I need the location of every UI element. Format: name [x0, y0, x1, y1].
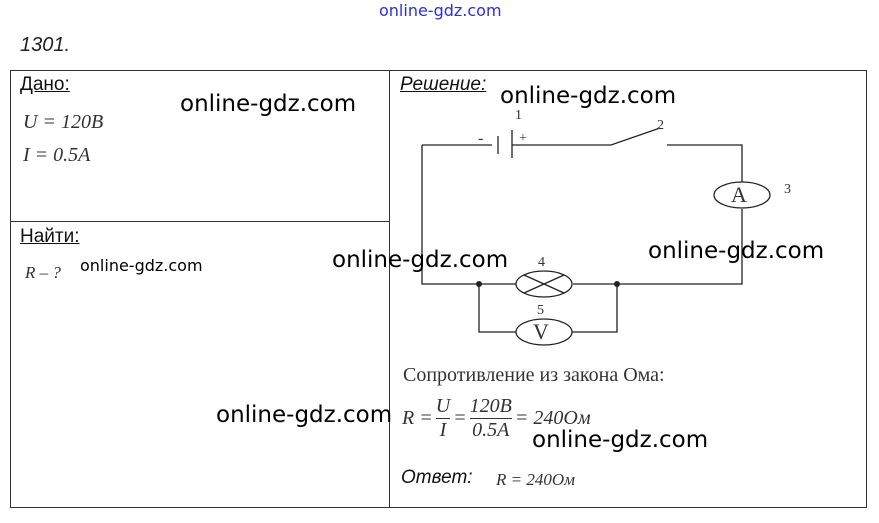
answer-value: R = 240Ом [496, 470, 575, 489]
given-current: I = 0.5A [23, 144, 91, 166]
ohm-law-text: Сопротивление из закона Ома: [403, 364, 665, 386]
site-watermark-top[interactable]: online-gdz.com [379, 1, 502, 20]
find-heading: Найти: [20, 226, 80, 247]
battery-minus: - [478, 130, 484, 147]
label-switch: 2 [657, 118, 664, 133]
label-ammeter: 3 [784, 182, 791, 197]
denominator: 0.5A [472, 419, 510, 441]
formula-lhs: R = [402, 407, 433, 429]
find-value: R – ? [25, 263, 61, 282]
watermark: online-gdz.com [500, 83, 677, 109]
circuit-wires [421, 127, 743, 285]
watermark: online-gdz.com [180, 91, 357, 117]
watermark: online-gdz.com [332, 247, 509, 273]
label-voltmeter: 5 [537, 303, 544, 318]
ammeter-letter: A [731, 182, 747, 207]
watermark: online-gdz.com [648, 238, 825, 264]
answer-label: Ответ: [401, 467, 473, 488]
junction-left [476, 281, 482, 287]
given-heading: Дано: [20, 74, 70, 95]
battery-plus: + [519, 131, 527, 146]
solution-heading: Решение: [400, 74, 487, 95]
watermark: online-gdz.com [532, 427, 709, 453]
voltmeter-wires [478, 284, 618, 333]
label-lamp: 4 [538, 255, 545, 270]
watermark: online-gdz.com [80, 256, 203, 275]
formula-result: = 240Ом [514, 407, 591, 429]
ammeter-symbol [713, 181, 771, 209]
voltmeter-letter: V [533, 319, 549, 344]
row-divider [10, 221, 390, 222]
column-divider [389, 70, 390, 508]
watermark: online-gdz.com [216, 402, 393, 428]
junction-right [614, 281, 620, 287]
given-voltage: U = 120B [23, 111, 104, 133]
numerator: U [435, 395, 451, 417]
solution-table [10, 70, 867, 508]
formula-eq: = [453, 407, 467, 429]
voltmeter-symbol [515, 318, 573, 346]
lamp-symbol [515, 270, 573, 298]
problem-number: 1301. [20, 34, 71, 56]
denominator: I [439, 419, 447, 441]
label-battery: 1 [515, 108, 522, 123]
numerator: 120B [469, 395, 512, 417]
